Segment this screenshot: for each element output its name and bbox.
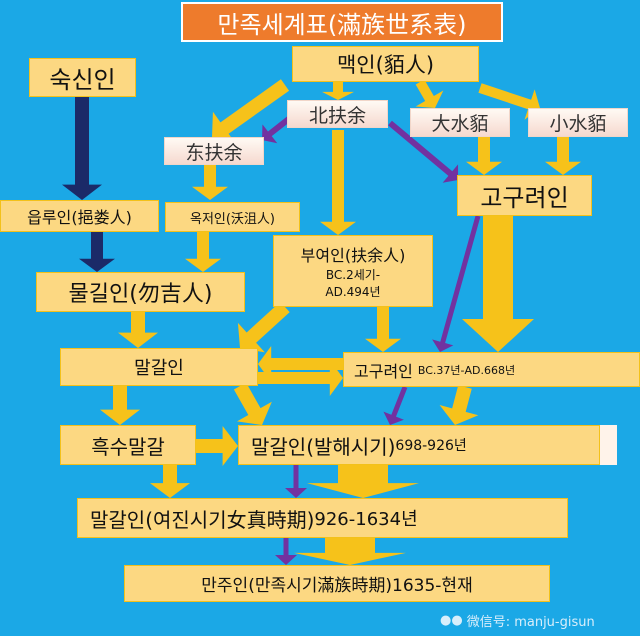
goguryeo-period: BC.37년-AD.668년	[417, 363, 516, 377]
arrow-0	[62, 97, 102, 200]
goguryeo-label: 고구려인	[354, 361, 413, 381]
buyeo-period-end: AD.494년	[325, 285, 381, 299]
node-buyeo: 부여인(扶余人) BC.2세기- AD.494년	[273, 235, 433, 307]
node-bukbuyeo: 北扶余	[287, 100, 388, 128]
arrow-23	[439, 385, 479, 425]
node-mulgil: 물길인(勿吉人)	[36, 272, 245, 312]
manju-period: 1635-현재	[392, 576, 473, 596]
arrow-28	[275, 538, 297, 565]
balhae-period: 698-926년	[395, 438, 467, 454]
node-goguryeo: 고구려인 BC.37년-AD.668년	[343, 352, 640, 387]
arrow-12	[185, 232, 221, 272]
arrow-6	[262, 115, 292, 144]
diagram-title: 만족세계표(滿族世系表)	[181, 2, 503, 42]
node-malgal: 말갈인	[60, 348, 258, 386]
node-goguryeo-top: 고구려인	[457, 175, 592, 216]
node-eupru: 읍루인(挹娄人)	[0, 200, 159, 232]
arrow-7	[388, 120, 459, 183]
arrow-9	[466, 137, 502, 175]
arrow-20	[100, 386, 140, 425]
wechat-icon: ●●	[440, 613, 463, 628]
buyeo-label: 부여인(扶余人)	[300, 246, 406, 265]
watermark: ●● 微信号: manju-gisun	[440, 611, 595, 630]
arrow-21	[233, 382, 272, 425]
arrow-5	[478, 83, 540, 120]
manju-label: 만주인(만족시기滿族時期)	[201, 576, 393, 596]
node-suksin: 숙신인	[29, 58, 136, 97]
arrow-14	[432, 215, 481, 352]
buyeo-period-start: BC.2세기-	[325, 268, 381, 282]
arrow-22	[383, 386, 408, 425]
arrow-18	[258, 346, 343, 382]
arrow-13	[462, 216, 534, 352]
arrow-1	[79, 232, 115, 272]
node-yeojin: 말갈인(여진시기女真時期) 926-1634년	[77, 498, 568, 538]
node-sosumaek: 小水貊	[528, 108, 628, 137]
arrow-25	[150, 465, 190, 498]
arrow-11	[192, 165, 228, 200]
arrow-19	[258, 360, 343, 396]
arrow-17	[365, 307, 401, 352]
arrow-8	[320, 130, 356, 235]
arrow-15	[118, 312, 158, 348]
node-maek: 맥인(貊人)	[292, 46, 479, 82]
node-heuksu: 흑수말갈	[60, 425, 196, 465]
balhae-label: 말갈인(발해시기)	[251, 434, 396, 459]
arrow-24	[196, 426, 238, 466]
node-manju: 만주인(만족시기滿族時期) 1635-현재	[124, 565, 550, 602]
arrow-29	[294, 538, 406, 565]
arrow-10	[545, 137, 581, 175]
node-okjeo: 옥저인(沃沮人)	[165, 202, 300, 232]
yeojin-label: 말갈인(여진시기女真時期)	[90, 507, 315, 532]
arrow-27	[307, 465, 419, 498]
node-balhae: 말갈인(발해시기) 698-926년	[238, 425, 600, 465]
arrow-26	[285, 465, 307, 498]
arrow-2	[212, 79, 290, 145]
arrow-16	[237, 301, 290, 353]
node-daesumaek: 大水貊	[410, 108, 510, 137]
node-dongbuyeo: 东扶余	[164, 137, 264, 165]
watermark-text: 微信号: manju-gisun	[466, 615, 595, 630]
arrow-3	[322, 82, 354, 100]
yeojin-period: 926-1634년	[314, 509, 418, 530]
arrow-4	[415, 79, 444, 108]
